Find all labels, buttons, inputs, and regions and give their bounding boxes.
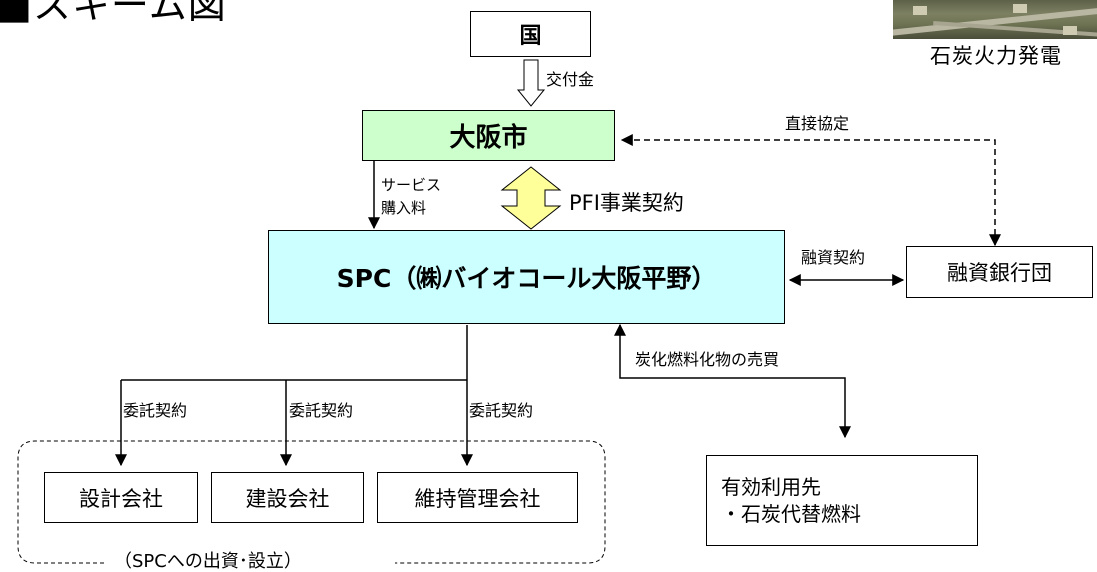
- node-banks: 融資銀行団: [906, 246, 1093, 298]
- direct-agreement-line: [620, 134, 1001, 247]
- pfi-contract-arrow: [500, 166, 562, 230]
- grant-arrow: [516, 59, 546, 107]
- node-banks-label: 融資銀行団: [947, 261, 1052, 285]
- direct-agreement-label: 直接協定: [785, 114, 850, 133]
- sale-line: [614, 323, 851, 439]
- photo-caption: 石炭火力発電: [930, 44, 1062, 68]
- node-kuni-label: 国: [519, 24, 542, 49]
- node-maintenance-company-label: 維持管理会社: [414, 486, 541, 511]
- group-label: （SPCへの出資･設立）: [114, 551, 302, 572]
- node-spc: SPC（㈱バイオコール大阪平野）: [268, 230, 785, 324]
- node-osaka-city-label: 大阪市: [449, 123, 528, 153]
- node-construction-company-label: 建設会社: [245, 486, 330, 511]
- node-design-company: 設計会社: [44, 472, 198, 523]
- grant-label: 交付金: [546, 70, 595, 89]
- node-kuni: 国: [470, 11, 591, 57]
- consign-label-maintenance: 委託契約: [469, 401, 534, 420]
- service-fee-label-line2: 購入料: [381, 199, 427, 217]
- coal-power-plant-photo: [893, 0, 1097, 39]
- contractor-group-boundary: [17, 440, 606, 564]
- heading-partial: ■スキーム図: [0, 0, 227, 27]
- loan-contract-label: 融資契約: [801, 248, 866, 267]
- node-spc-label: SPC（㈱バイオコール大阪平野）: [336, 264, 717, 293]
- node-effective-use: 有効利用先 ・石炭代替燃料: [706, 455, 978, 546]
- pfi-contract-label: PFI事業契約: [569, 191, 684, 215]
- node-osaka-city: 大阪市: [362, 110, 615, 161]
- node-design-company-label: 設計会社: [79, 486, 163, 511]
- node-effective-use-label: 有効利用先: [721, 474, 821, 499]
- service-fee-label-line1: サービス: [381, 176, 442, 194]
- consign-label-construction: 委託契約: [289, 401, 354, 420]
- consign-label-design: 委託契約: [123, 401, 188, 420]
- sale-label: 炭化燃料化物の売買: [635, 350, 780, 369]
- node-construction-company: 建設会社: [211, 472, 364, 523]
- node-maintenance-company: 維持管理会社: [377, 472, 578, 523]
- node-effective-use-item: ・石炭代替燃料: [721, 501, 861, 526]
